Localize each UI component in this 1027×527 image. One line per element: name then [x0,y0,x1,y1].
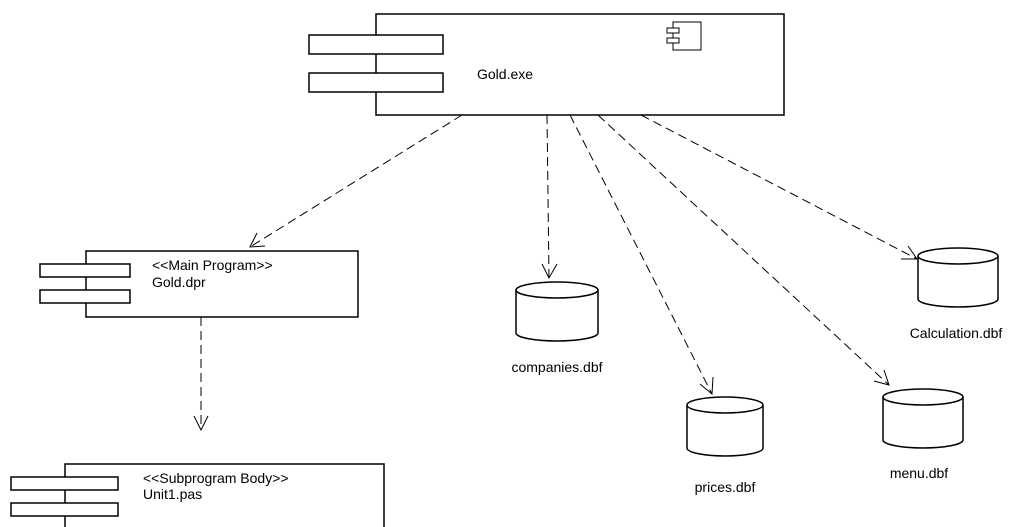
component-name: Gold.dpr [152,274,206,290]
dependency-gold-exe-to-menu [597,114,890,386]
arrowhead [541,263,558,280]
cylinder-body [686,405,764,457]
database-label: companies.dbf [511,359,602,375]
cylinder-top [686,396,764,414]
database-label: prices.dbf [695,479,756,495]
component-stereotype: <<Main Program>> [152,257,273,273]
component-tab-top [10,476,119,491]
dependency-gold-dpr-to-unit1 [193,317,209,432]
arrowhead [249,232,266,248]
arrowhead [193,415,209,432]
dependency-line [546,114,550,279]
cylinder-body [515,290,599,342]
database-calculation[interactable]: Calculation.dbf [910,247,1003,341]
component-icon [666,21,702,51]
component-unit1-pas[interactable]: <<Subprogram Body>> Unit1.pas [10,463,385,527]
dependency-gold-exe-to-calculation [640,114,918,260]
dependency-line [569,114,713,395]
component-name: Unit1.pas [143,486,202,502]
component-gold-dpr[interactable]: <<Main Program>> Gold.dpr [39,250,359,318]
dependency-line [597,114,890,386]
database-menu[interactable]: menu.dbf [882,388,964,481]
database-label: menu.dbf [890,465,948,481]
database-label: Calculation.dbf [910,325,1003,341]
dependency-gold-exe-to-gold-dpr [249,114,463,248]
cylinder-top [882,388,964,406]
component-tab-top [39,263,131,278]
component-tab-bottom [39,289,131,304]
component-body [85,250,359,318]
dependency-line [640,114,918,260]
component-stereotype: <<Subprogram Body>> [143,470,289,486]
dependency-gold-exe-to-prices [569,114,714,396]
cylinder-body [917,256,999,308]
component-gold-exe[interactable]: Gold.exe [308,13,785,116]
component-tab-bottom [308,72,444,93]
dependency-line [249,114,463,248]
cylinder-top [917,247,999,265]
arrowhead [873,369,890,386]
database-companies[interactable]: companies.dbf [511,281,603,375]
component-tab-bottom [10,502,119,517]
component-tab-top [308,34,444,55]
arrowhead [699,376,714,396]
component-body [375,13,785,116]
database-prices[interactable]: prices.dbf [686,396,764,495]
component-name: Gold.exe [477,66,533,82]
cylinder-top [515,281,599,299]
dependency-gold-exe-to-companies [541,114,558,280]
cylinder-body [882,397,964,449]
arrowhead [901,245,918,260]
